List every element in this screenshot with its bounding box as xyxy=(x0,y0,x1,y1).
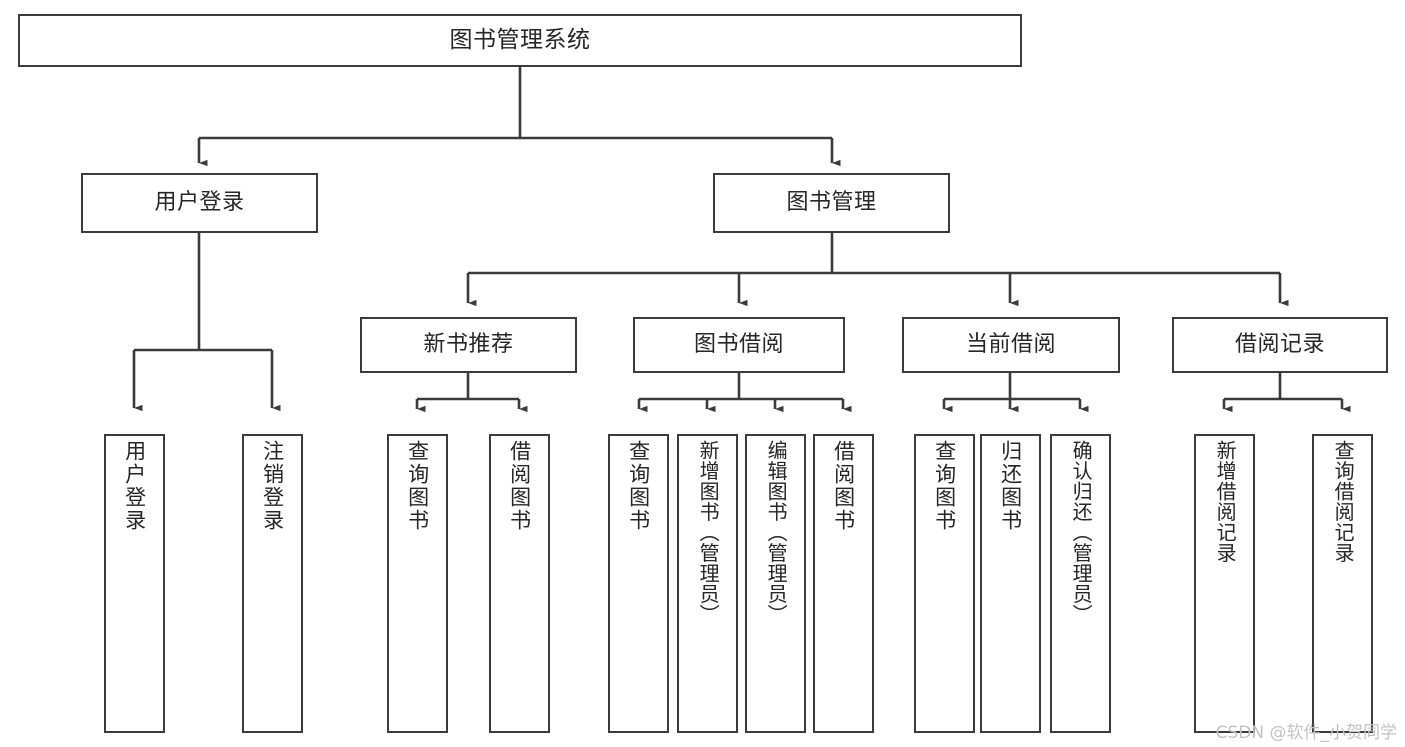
node-user-login[interactable]: 用户登录 xyxy=(81,173,318,233)
node-label: 用户登录 xyxy=(122,440,147,532)
leaf-add-book-admin[interactable]: 新增图书（管理员） xyxy=(677,434,738,733)
leaf-add-borrow-record[interactable]: 新增借阅记录 xyxy=(1194,434,1255,733)
node-label: 归还图书 xyxy=(998,440,1023,532)
node-book-borrowing[interactable]: 图书借阅 xyxy=(633,317,845,373)
node-label: 图书管理 xyxy=(786,189,877,215)
node-label: 新增图书（管理员） xyxy=(696,440,721,625)
leaf-user-login[interactable]: 用户登录 xyxy=(104,434,165,733)
node-label: 新增借阅记录 xyxy=(1213,440,1238,563)
node-label: 查询借阅记录 xyxy=(1331,440,1356,563)
node-label: 借阅图书 xyxy=(507,440,532,532)
node-label: 查询图书 xyxy=(405,440,430,532)
leaf-query-book-borrow[interactable]: 查询图书 xyxy=(608,434,669,733)
node-current-borrowing[interactable]: 当前借阅 xyxy=(902,317,1120,373)
node-label: 查询图书 xyxy=(626,440,651,532)
node-new-book-recommendation[interactable]: 新书推荐 xyxy=(360,317,577,373)
node-label: 图书管理系统 xyxy=(449,26,591,53)
node-label: 借阅记录 xyxy=(1234,331,1325,357)
node-label: 查询图书 xyxy=(932,440,957,532)
node-label: 新书推荐 xyxy=(423,331,514,357)
node-label: 图书借阅 xyxy=(693,331,784,357)
leaf-borrow-book[interactable]: 借阅图书 xyxy=(813,434,874,733)
node-book-management[interactable]: 图书管理 xyxy=(713,173,950,233)
leaf-query-borrow-record[interactable]: 查询借阅记录 xyxy=(1312,434,1373,733)
leaf-logout[interactable]: 注销登录 xyxy=(242,434,303,733)
node-borrowing-record[interactable]: 借阅记录 xyxy=(1172,317,1388,373)
leaf-borrow-book-new-rec[interactable]: 借阅图书 xyxy=(489,434,550,733)
node-label: 注销登录 xyxy=(260,440,285,532)
leaf-query-book-new-rec[interactable]: 查询图书 xyxy=(387,434,448,733)
leaf-query-book-current[interactable]: 查询图书 xyxy=(914,434,975,733)
node-label: 编辑图书（管理员） xyxy=(764,440,789,625)
node-label: 用户登录 xyxy=(154,189,245,215)
leaf-confirm-return-admin[interactable]: 确认归还（管理员） xyxy=(1050,434,1111,733)
leaf-edit-book-admin[interactable]: 编辑图书（管理员） xyxy=(745,434,806,733)
node-label: 当前借阅 xyxy=(965,331,1056,357)
watermark-text: CSDN @软件_小贺同学 xyxy=(1215,723,1397,743)
node-label: 确认归还（管理员） xyxy=(1069,440,1094,625)
node-label: 借阅图书 xyxy=(831,440,856,532)
leaf-return-book[interactable]: 归还图书 xyxy=(980,434,1041,733)
node-root-book-management-system[interactable]: 图书管理系统 xyxy=(18,14,1022,67)
